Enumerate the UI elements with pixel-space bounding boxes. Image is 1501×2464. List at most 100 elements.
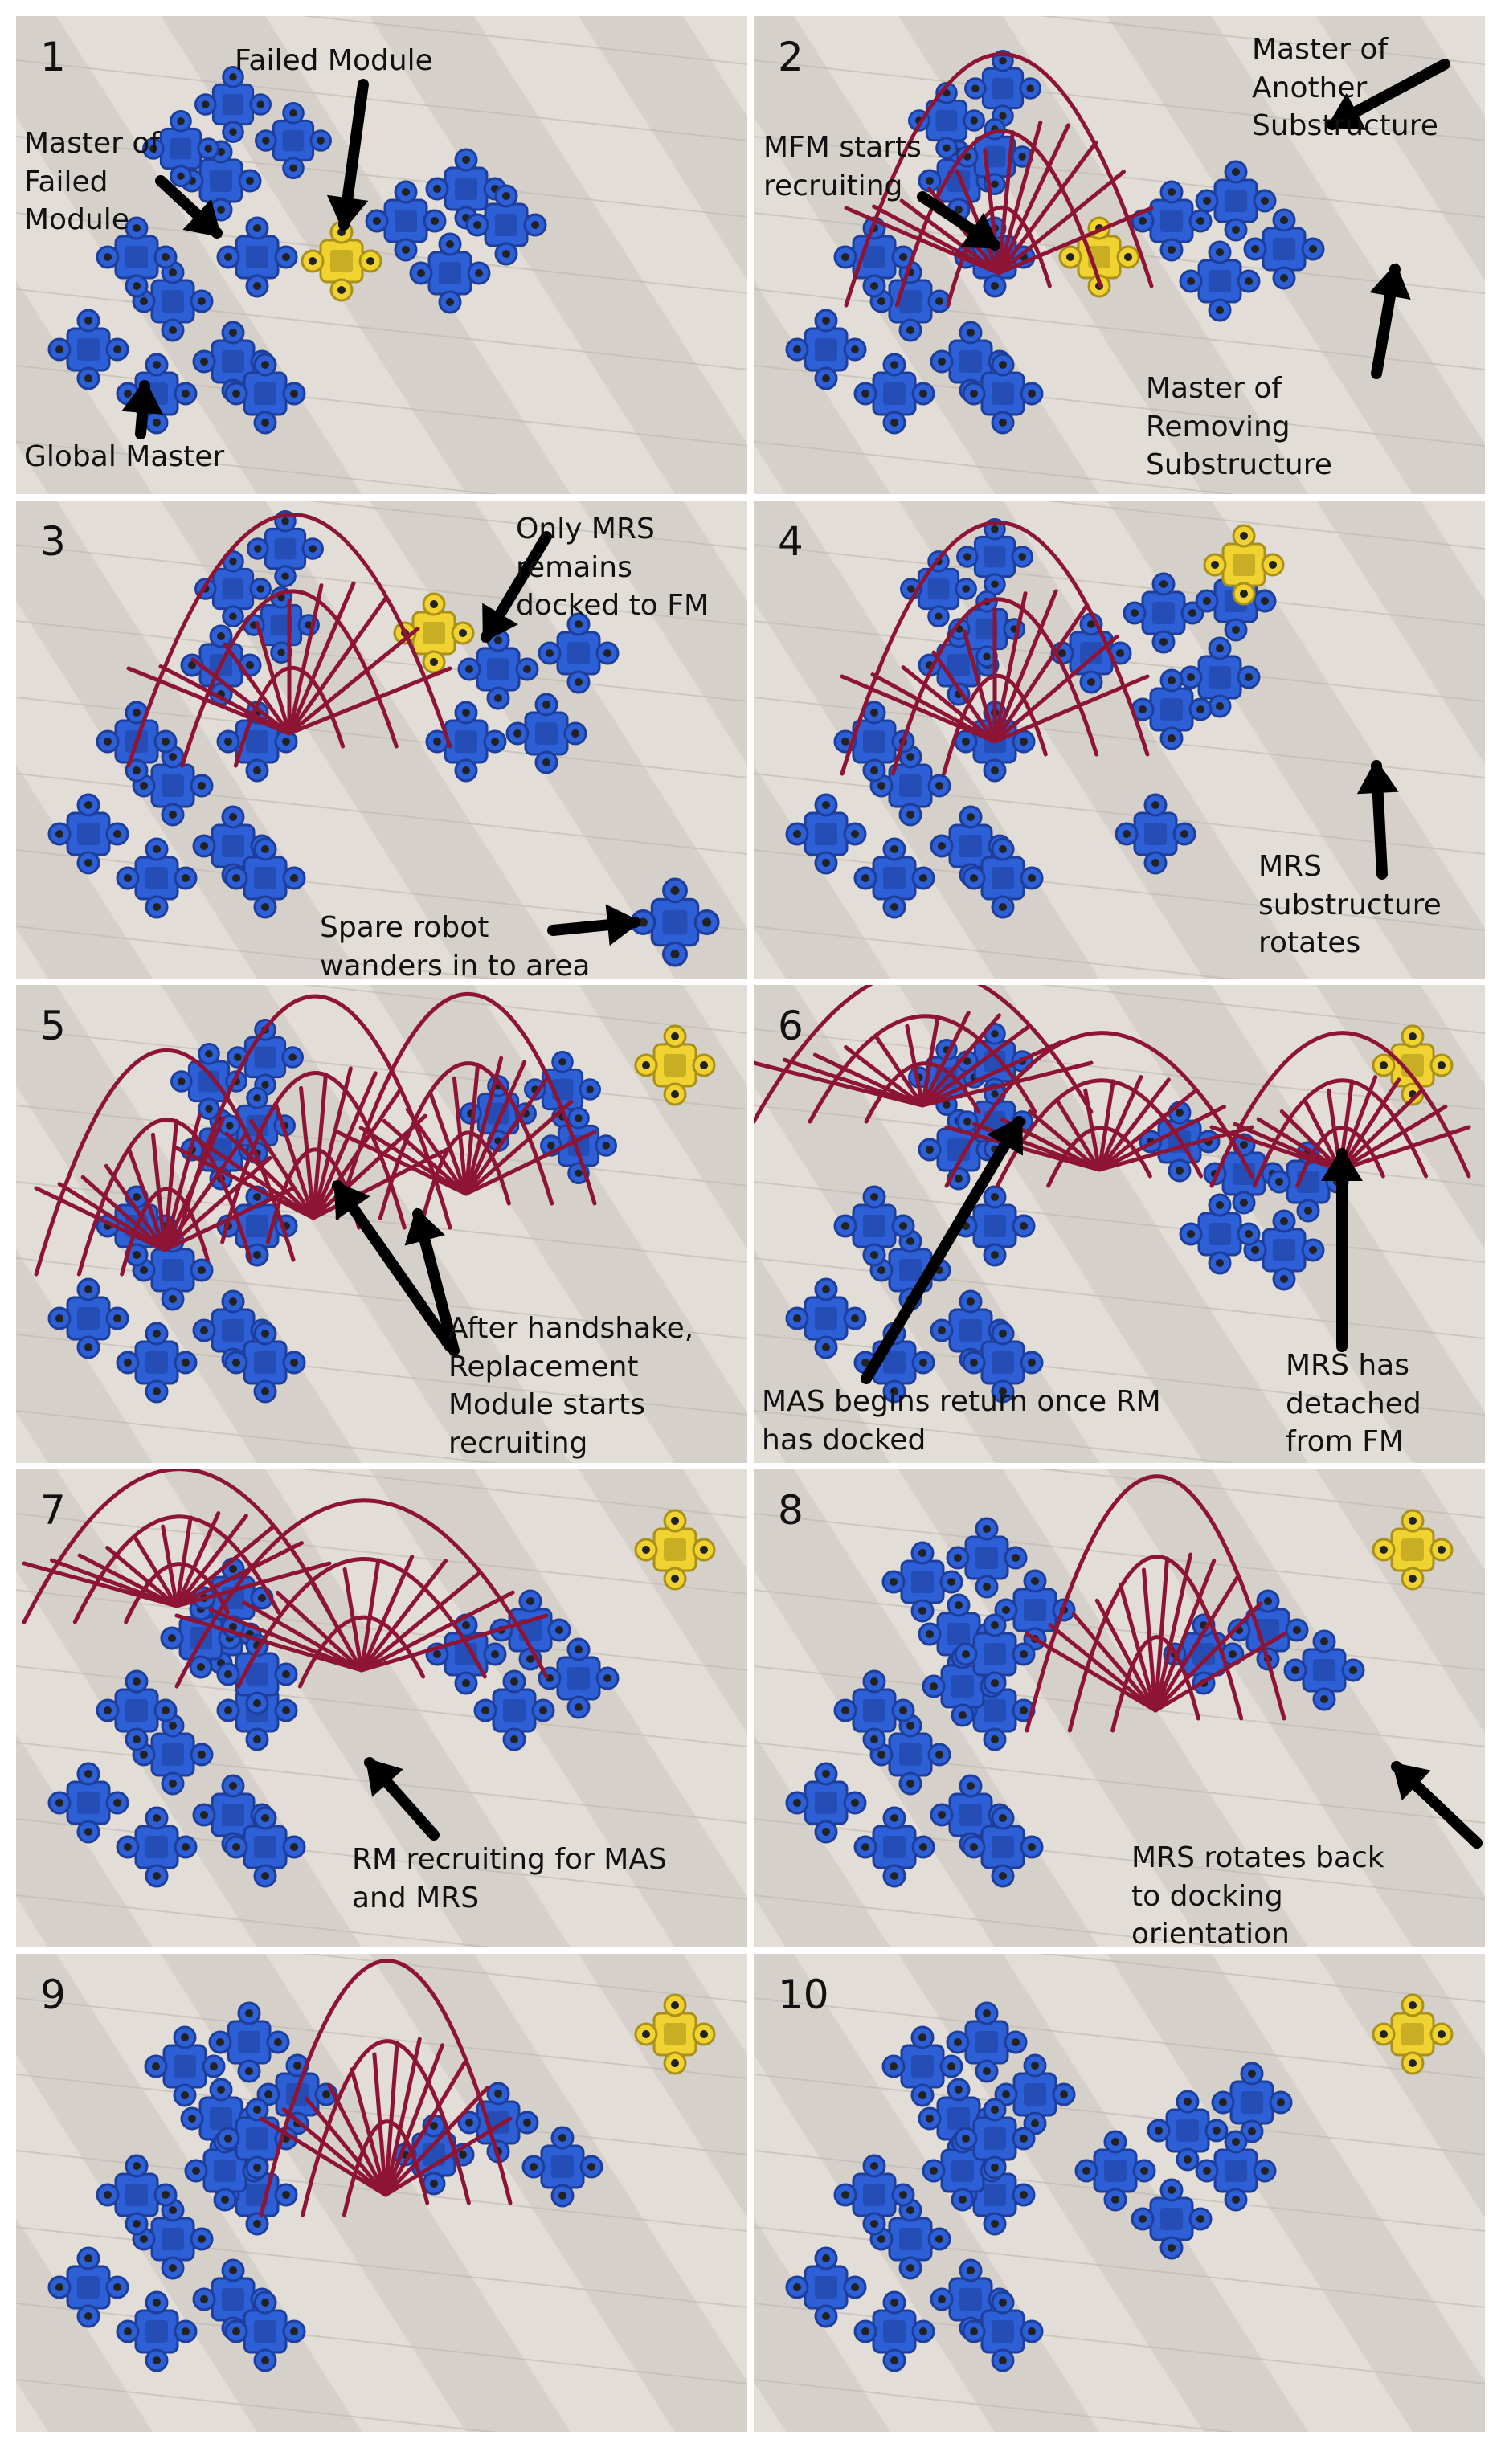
robot-module-icon: [194, 550, 272, 627]
arrow-icon: [155, 175, 223, 239]
robot-module-icon: [425, 701, 507, 783]
arrow-icon: [1391, 1761, 1483, 1849]
recruitment-links: [844, 52, 1154, 308]
label-rm-recruiting: RM recruiting for MAS and MRS: [352, 1843, 667, 1914]
arrow-icon: [364, 1757, 440, 1841]
recruitment-links: [840, 521, 1150, 776]
robot-module-icon: [785, 1762, 867, 1844]
robot-module-icon: [1179, 240, 1261, 322]
robot-module-icon: [144, 2025, 226, 2107]
panel-number: 4: [778, 518, 804, 565]
arrow-icon: [1326, 59, 1450, 130]
robot-module-icon: [1131, 180, 1213, 262]
robot-module-icon: [785, 309, 867, 390]
robot-module-icon: [473, 1669, 555, 1751]
robot-module-icon: [96, 2154, 178, 2236]
robot-module-icon: [540, 1107, 617, 1184]
recruitment-links: [126, 513, 452, 768]
robot-module-icon: [1131, 2178, 1213, 2260]
robot-module-icon: [962, 1806, 1044, 1888]
label-mrs-substructure-rotates: MRS substructure rotates: [1258, 850, 1442, 960]
robot-module-icon: [521, 2126, 603, 2208]
robot-module-icon: [365, 180, 447, 262]
panel-8: 8 MRS rotates back to docking orientatio…: [754, 1469, 1485, 1947]
robot-module-icon: [833, 1669, 915, 1751]
robot-module-icon: [457, 628, 539, 710]
scene-1: [16, 16, 747, 494]
panel-9: 9: [16, 1954, 747, 2432]
robot-module-icon: [1147, 2090, 1229, 2172]
robot-module-icon: [833, 701, 915, 783]
arrow-icon: [481, 531, 552, 643]
label-mfm-starts-recruiting: MFM starts recruiting: [763, 131, 922, 202]
panel-2: 2 Master of Another Substructure MFM sta…: [754, 16, 1485, 494]
robot-module-icon: [1195, 2130, 1277, 2212]
robot-module-icon: [465, 184, 547, 266]
robot-module-icon: [409, 232, 491, 314]
robot-module-icon: [954, 1613, 1036, 1695]
robot-module-icon: [132, 2198, 214, 2280]
recruitment-links: [754, 985, 1094, 1124]
scene-8: [754, 1469, 1485, 1947]
label-master-removing-substructure: Master of Removing Substructure: [1146, 372, 1332, 482]
arrow-icon: [1356, 759, 1399, 880]
label-only-mrs-remains: Only MRS remains docked to FM: [516, 513, 710, 623]
panel-number: 3: [40, 518, 66, 565]
robot-module-icon: [634, 1509, 716, 1591]
recruitment-links: [22, 1469, 332, 1624]
robot-module-icon: [1211, 2062, 1293, 2143]
robot-module-icon: [180, 140, 262, 222]
robot-module-icon: [869, 1714, 951, 1796]
label-after-handshake: After handshake, Replacement Module star…: [448, 1312, 694, 1460]
robot-module-icon: [1179, 636, 1261, 718]
robot-module-icon: [1283, 1629, 1365, 1711]
arrow-icon: [404, 1207, 460, 1356]
robot-module-icon: [1203, 524, 1285, 606]
scene-10: [754, 1954, 1485, 2432]
robot-module-icon: [833, 1185, 915, 1267]
robot-module-icon: [132, 745, 214, 827]
robot-module-icon: [853, 1806, 935, 1888]
robot-module-icon: [96, 216, 178, 298]
robot-module-icon: [132, 260, 214, 342]
label-master-failed-module: Master of Failed Module: [24, 127, 161, 237]
robot-module-icon: [47, 1277, 129, 1359]
label-mrs-detached: MRS has detached from FM: [1286, 1349, 1421, 1459]
robot-module-icon: [785, 2246, 867, 2328]
robot-module-icon: [962, 1322, 1044, 1404]
robot-module-icon: [216, 2098, 298, 2180]
arrow-icon: [326, 79, 369, 231]
robot-module-icon: [962, 837, 1044, 919]
scene-7: [16, 1469, 747, 1947]
arrow-icon: [332, 1180, 456, 1352]
scene-3: [16, 501, 747, 979]
robot-module-icon: [1227, 1589, 1309, 1671]
robot-module-icon: [954, 1185, 1036, 1267]
label-global-master: Global Master: [24, 440, 225, 473]
robot-module-icon: [853, 837, 935, 919]
robot-module-icon: [142, 110, 219, 187]
robot-module-icon: [954, 2098, 1036, 2180]
robot-module-icon: [116, 837, 198, 919]
arrow-icon: [917, 191, 1000, 251]
robot-module-icon: [962, 353, 1044, 435]
robot-module-icon: [1243, 208, 1325, 290]
recruitment-links: [174, 1498, 549, 1689]
panel-number: 5: [40, 1003, 66, 1049]
robot-module-icon: [247, 510, 324, 587]
robot-module-icon: [255, 102, 332, 179]
arrow-icon: [1321, 1147, 1363, 1352]
robot-module-icon: [224, 837, 306, 919]
robot-module-icon: [47, 1762, 129, 1844]
robot-module-icon: [956, 518, 1033, 595]
robot-module-icon: [869, 2198, 951, 2280]
robot-module-icon: [1243, 1209, 1325, 1291]
robot-module-icon: [1179, 1193, 1261, 1275]
recruitment-links: [259, 1959, 513, 2217]
robot-module-icon: [47, 309, 129, 390]
scene-4: [754, 501, 1485, 979]
robot-module-icon: [853, 2290, 935, 2372]
panel-6: 6 MAS begins return once RM has docked M…: [754, 985, 1485, 1463]
robot-module-icon: [1372, 1024, 1454, 1106]
arrow-icon: [547, 904, 641, 946]
